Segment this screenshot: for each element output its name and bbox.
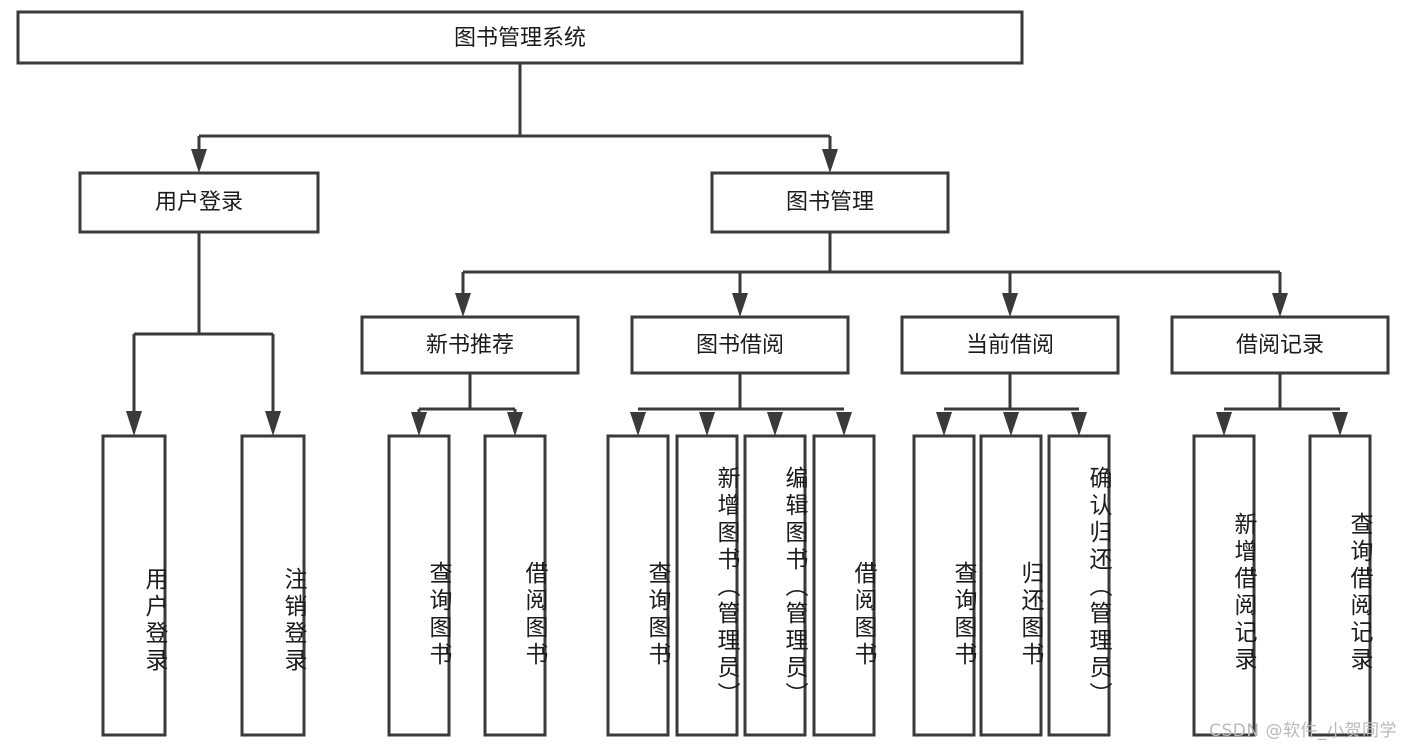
leaf-box-new-book-2[interactable] [483, 434, 547, 737]
node-book-borrow[interactable]: 图书借阅 [630, 315, 850, 375]
arrow-head-leaf-book-borrow-4 [836, 412, 852, 436]
node-current-borrow-box[interactable] [900, 315, 1120, 375]
leaf-box-current-borrow-2[interactable] [979, 434, 1043, 737]
watermark-text: CSDN @软件_小贺同学 [1209, 721, 1397, 741]
leaf-box-new-book-1[interactable] [387, 434, 451, 737]
arrow-head-leaf-book-borrow-2 [699, 412, 715, 436]
node-user-login-box[interactable] [78, 171, 320, 234]
node-new-book-recommend-box[interactable] [360, 315, 580, 375]
leaf-box-current-borrow-3[interactable] [1047, 434, 1111, 737]
arrow-head-leaf-book-borrow-1 [630, 412, 646, 436]
arrow-head-leaf-borrow-records-2 [1332, 412, 1348, 436]
leaf-box-current-borrow-1[interactable] [912, 434, 976, 737]
node-book-manage-box[interactable] [710, 171, 950, 234]
leaf-box-user-login-2[interactable] [240, 434, 306, 737]
node-root-label: 图书管理系统 [454, 26, 586, 51]
connector-group-user-login [126, 232, 281, 436]
node-borrow-records[interactable]: 借阅记录 [1170, 315, 1390, 375]
leaf-box-book-borrow-4[interactable] [812, 434, 876, 737]
arrow-head-leaf-new-book-2 [507, 412, 523, 436]
leaf-box-book-borrow-2[interactable] [675, 434, 739, 737]
node-borrow-records-box[interactable] [1170, 315, 1390, 375]
node-book-borrow-label: 图书借阅 [696, 333, 784, 358]
node-current-borrow-label: 当前借阅 [966, 333, 1054, 358]
arrow-head-leaf-borrow-records-1 [1216, 412, 1232, 436]
arrow-head-leaf-book-borrow-3 [767, 412, 783, 436]
arrow-head-leaf-user-login-1 [126, 411, 142, 436]
arrow-head-book-borrow [732, 293, 748, 317]
node-current-borrow[interactable]: 当前借阅 [900, 315, 1120, 375]
leaf-box-book-borrow-1[interactable] [606, 434, 670, 737]
leaf-box-user-login-1[interactable] [101, 434, 167, 737]
node-new-book-recommend-label: 新书推荐 [426, 333, 514, 358]
node-user-login-label: 用户登录 [155, 190, 243, 215]
arrow-head-book-manage [822, 149, 838, 173]
node-book-manage-label: 图书管理 [786, 190, 874, 215]
arrow-head-new-book [455, 293, 471, 317]
arrow-head-user-login [191, 149, 207, 173]
connector-group-book-manage [455, 232, 1288, 317]
arrow-head-borrow-records [1272, 293, 1288, 317]
arrow-head-leaf-current-borrow-2 [1003, 412, 1019, 436]
leaf-box-borrow-records-1[interactable] [1192, 434, 1256, 737]
connector-group-root [191, 63, 838, 173]
node-borrow-records-label: 借阅记录 [1236, 333, 1324, 358]
arrow-head-current-borrow [1002, 293, 1018, 317]
node-root[interactable]: 图书管理系统 [16, 10, 1024, 65]
node-root-box[interactable] [16, 10, 1024, 65]
connector-group-new-book [411, 373, 523, 436]
leaf-box-book-borrow-3[interactable] [743, 434, 807, 737]
node-book-manage[interactable]: 图书管理 [710, 171, 950, 234]
arrow-head-leaf-user-login-2 [265, 411, 281, 436]
connector-group-current-borrow [936, 373, 1087, 436]
connector-group-borrow-records [1216, 373, 1348, 436]
node-new-book-recommend[interactable]: 新书推荐 [360, 315, 580, 375]
arrow-head-leaf-current-borrow-1 [936, 412, 952, 436]
node-user-login[interactable]: 用户登录 [78, 171, 320, 234]
arrow-head-leaf-new-book-1 [411, 412, 427, 436]
leaf-box-borrow-records-2[interactable] [1308, 434, 1372, 737]
node-book-borrow-box[interactable] [630, 315, 850, 375]
arrow-head-leaf-current-borrow-3 [1071, 412, 1087, 436]
connector-group-book-borrow [630, 373, 852, 436]
